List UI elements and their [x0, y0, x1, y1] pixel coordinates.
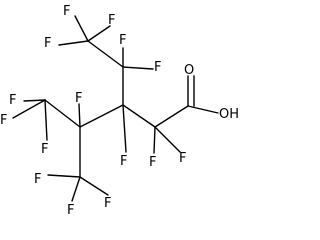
bond-f-alpha-b [154, 126, 181, 153]
atom-oxygen: O [184, 63, 194, 78]
bond-c4-cf3left [44, 99, 81, 128]
bond-c3-c4 [79, 104, 124, 128]
bond-f-bot-c [79, 176, 109, 196]
skeleton-bonds [44, 40, 219, 178]
bond-c-oh [187, 105, 219, 114]
bond-f-left-b [12, 99, 46, 119]
atom-f-left-b: F [0, 113, 7, 128]
fluorine-bonds [12, 15, 181, 202]
atom-labels: F F F F F F F F F F F F F F F O OH [0, 4, 239, 218]
bond-f-bot-a [47, 174, 81, 178]
bond-f-bot-b [71, 176, 81, 202]
bond-f-left-a [23, 99, 46, 102]
atom-f-left-c: F [41, 142, 48, 157]
atom-f-c2-a: F [119, 33, 126, 48]
bond-f-left-c [44, 99, 48, 141]
bond-f-top-c [87, 25, 111, 42]
chemical-structure: F F F F F F F F F F F F F F F O OH [0, 4, 239, 218]
atom-f-c3: F [120, 154, 127, 169]
bond-f-c4 [78, 103, 81, 128]
atom-f-alpha-b: F [179, 151, 186, 166]
atom-f-c4: F [75, 91, 82, 106]
atom-f-c2-b: F [154, 60, 161, 75]
bond-f-top-b [58, 40, 89, 46]
bond-cf3top-c2 [87, 40, 124, 68]
atom-f-left-a: F [9, 93, 16, 108]
bond-f-c3 [122, 104, 127, 153]
atom-f-alpha-a: F [149, 155, 156, 170]
atom-f-top-b: F [44, 36, 51, 51]
atom-f-top-a: F [63, 4, 70, 19]
bond-c3-calpha [122, 104, 156, 128]
atom-f-bot-c: F [104, 196, 111, 211]
bond-f-alpha-a [153, 126, 156, 154]
structure-canvas: F F F F F F F F F F F F F F F O OH [0, 4, 239, 218]
atom-hydroxyl: OH [219, 107, 239, 122]
atom-f-bot-a: F [34, 172, 41, 187]
bond-f-top-a [74, 15, 89, 42]
atom-f-bot-b: F [67, 203, 74, 218]
bond-f-c2-b [122, 66, 154, 70]
bond-calpha-ccooh [154, 105, 189, 128]
atom-f-top-c: F [108, 13, 115, 28]
